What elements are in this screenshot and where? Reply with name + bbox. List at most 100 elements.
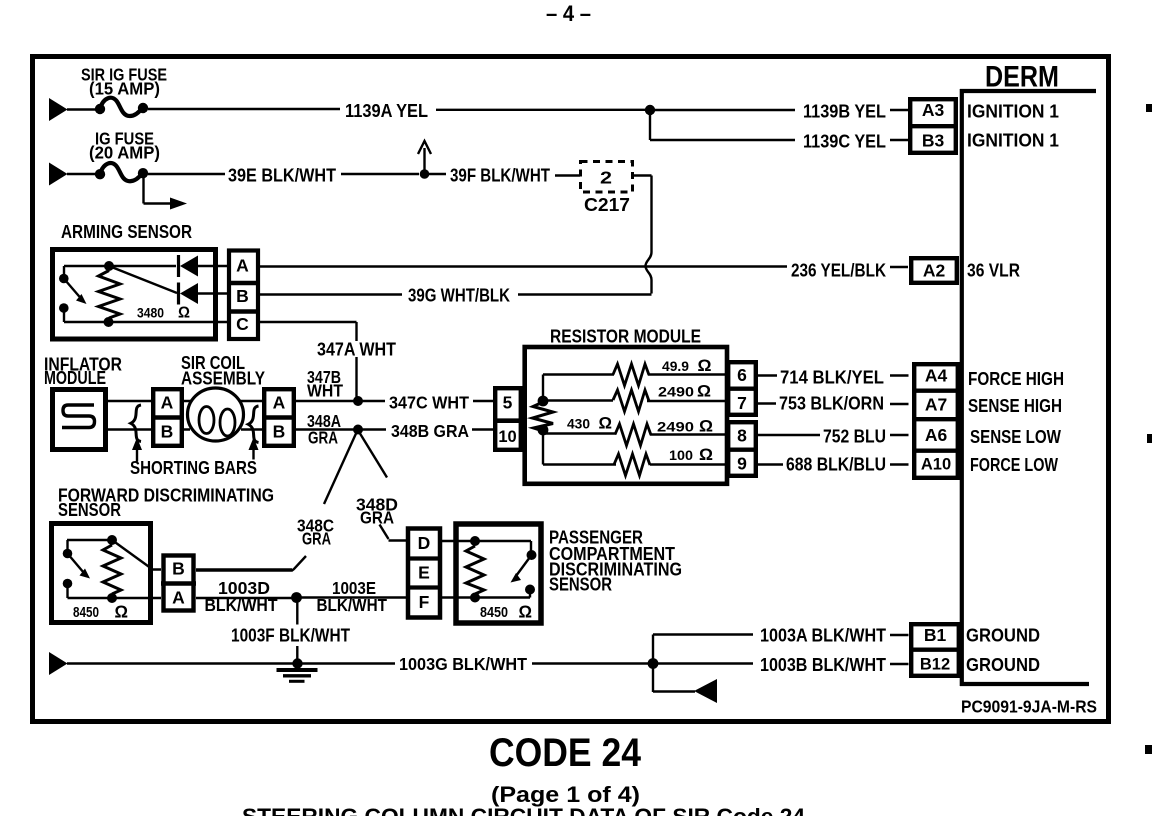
svg-text:9: 9 bbox=[737, 454, 747, 474]
svg-text:1139C YEL: 1139C YEL bbox=[803, 132, 886, 152]
svg-text:BLK/WHT: BLK/WHT bbox=[205, 595, 278, 615]
svg-text:1003G BLK/WHT: 1003G BLK/WHT bbox=[399, 654, 527, 674]
svg-text:5: 5 bbox=[503, 393, 513, 413]
svg-text:SIR IG FUSE: SIR IG FUSE bbox=[81, 65, 167, 85]
svg-text:IGNITION 1: IGNITION 1 bbox=[967, 102, 1059, 122]
svg-text:(20 AMP): (20 AMP) bbox=[89, 143, 160, 163]
svg-text:236 YEL/BLK: 236 YEL/BLK bbox=[791, 261, 886, 281]
svg-text:IGNITION 1: IGNITION 1 bbox=[967, 131, 1059, 151]
svg-text:1003D: 1003D bbox=[218, 578, 270, 598]
svg-text:1003F BLK/WHT: 1003F BLK/WHT bbox=[231, 626, 350, 646]
svg-text:348A: 348A bbox=[307, 411, 341, 431]
svg-text:Ω: Ω bbox=[699, 417, 713, 436]
svg-text:A7: A7 bbox=[925, 395, 947, 415]
svg-text:B12: B12 bbox=[920, 656, 950, 674]
svg-text:GROUND: GROUND bbox=[966, 655, 1040, 675]
svg-text:6: 6 bbox=[737, 365, 747, 385]
svg-text:IG FUSE: IG FUSE bbox=[95, 129, 154, 149]
svg-text:A3: A3 bbox=[922, 100, 945, 120]
svg-text:8450: 8450 bbox=[73, 605, 99, 621]
svg-text:D: D bbox=[418, 533, 431, 553]
svg-text:GROUND: GROUND bbox=[966, 626, 1040, 646]
svg-text:A2: A2 bbox=[923, 261, 946, 281]
svg-text:A4: A4 bbox=[925, 366, 948, 386]
svg-text:A: A bbox=[236, 256, 249, 276]
svg-text:Ω: Ω bbox=[697, 382, 711, 401]
svg-text:(Page 1 of 4): (Page 1 of 4) bbox=[491, 782, 640, 807]
svg-text:10: 10 bbox=[498, 428, 516, 446]
svg-text:FORCE LOW: FORCE LOW bbox=[970, 455, 1058, 475]
svg-text:2490: 2490 bbox=[658, 384, 694, 400]
svg-text:C217: C217 bbox=[584, 195, 630, 215]
svg-text:ASSEMBLY: ASSEMBLY bbox=[181, 369, 265, 389]
svg-text:39F BLK/WHT: 39F BLK/WHT bbox=[450, 166, 550, 186]
svg-text:PC9091-9JA-M-RS: PC9091-9JA-M-RS bbox=[961, 697, 1097, 717]
svg-text:C: C bbox=[236, 314, 249, 334]
svg-text:Ω: Ω bbox=[699, 445, 713, 464]
svg-text:714 BLK/YEL: 714 BLK/YEL bbox=[780, 368, 884, 388]
svg-text:Ω: Ω bbox=[519, 602, 533, 622]
svg-text:1139A YEL: 1139A YEL bbox=[345, 101, 428, 121]
svg-text:348D: 348D bbox=[356, 495, 398, 515]
svg-text:B1: B1 bbox=[924, 625, 947, 645]
svg-text:3480: 3480 bbox=[137, 305, 164, 321]
svg-text:347C WHT: 347C WHT bbox=[389, 393, 469, 413]
svg-text:GRA: GRA bbox=[308, 428, 338, 448]
svg-text:WHT: WHT bbox=[307, 381, 343, 401]
svg-text:B3: B3 bbox=[922, 131, 945, 151]
svg-text:SENSE HIGH: SENSE HIGH bbox=[968, 396, 1062, 416]
svg-text:8450: 8450 bbox=[480, 605, 508, 621]
svg-text:348B GRA: 348B GRA bbox=[391, 421, 469, 441]
svg-text:39E BLK/WHT: 39E BLK/WHT bbox=[228, 166, 336, 186]
svg-text:B: B bbox=[172, 559, 185, 579]
svg-text:430: 430 bbox=[567, 416, 590, 432]
svg-text:347A WHT: 347A WHT bbox=[317, 340, 396, 360]
svg-text:36 VLR: 36 VLR bbox=[967, 261, 1020, 281]
svg-text:GRA: GRA bbox=[302, 529, 331, 549]
svg-text:752 BLU: 752 BLU bbox=[823, 427, 886, 447]
svg-text:B: B bbox=[236, 286, 249, 306]
svg-text:Ω: Ω bbox=[698, 356, 712, 375]
svg-text:A: A bbox=[172, 588, 185, 608]
svg-text:100: 100 bbox=[669, 447, 693, 463]
svg-text:Ω: Ω bbox=[599, 414, 613, 433]
svg-text:A: A bbox=[273, 393, 286, 413]
svg-text:A: A bbox=[161, 393, 174, 413]
svg-text:753 BLK/ORN: 753 BLK/ORN bbox=[779, 394, 884, 414]
svg-text:1003A BLK/WHT: 1003A BLK/WHT bbox=[760, 626, 886, 646]
svg-text:DERM: DERM bbox=[985, 61, 1059, 94]
svg-text:SENSE LOW: SENSE LOW bbox=[970, 427, 1061, 447]
svg-text:A6: A6 bbox=[925, 425, 948, 445]
svg-text:E: E bbox=[418, 563, 430, 583]
svg-text:F: F bbox=[419, 592, 430, 612]
svg-text:B: B bbox=[273, 422, 286, 442]
svg-text:– 4 –: – 4 – bbox=[546, 1, 591, 26]
svg-text:FORWARD DISCRIMINATING: FORWARD DISCRIMINATING bbox=[58, 486, 274, 506]
svg-text:1003E: 1003E bbox=[332, 578, 376, 598]
svg-text:COMPARTMENT: COMPARTMENT bbox=[549, 544, 675, 564]
svg-text:CODE 24: CODE 24 bbox=[489, 731, 642, 775]
svg-text:2490: 2490 bbox=[657, 419, 694, 435]
svg-text:GRA: GRA bbox=[360, 508, 394, 528]
svg-text:1003B BLK/WHT: 1003B BLK/WHT bbox=[760, 655, 886, 675]
svg-text:1139B YEL: 1139B YEL bbox=[803, 102, 886, 122]
svg-text:347B: 347B bbox=[307, 367, 341, 387]
svg-text:Ω: Ω bbox=[115, 602, 129, 622]
svg-text:8: 8 bbox=[737, 426, 747, 446]
svg-text:BLK/WHT: BLK/WHT bbox=[317, 595, 388, 615]
svg-text:348C: 348C bbox=[297, 516, 334, 536]
svg-text:(15 AMP): (15 AMP) bbox=[89, 79, 160, 99]
svg-text:STEERING COLUMN CIRCUIT DATA O: STEERING COLUMN CIRCUIT DATA OF SIR Code… bbox=[242, 804, 806, 816]
svg-text:PASSENGER: PASSENGER bbox=[549, 528, 643, 548]
svg-text:SIR COIL: SIR COIL bbox=[181, 353, 245, 373]
svg-text:49.9: 49.9 bbox=[662, 358, 689, 374]
svg-text:Ω: Ω bbox=[178, 305, 190, 322]
svg-text:A10: A10 bbox=[921, 456, 951, 474]
svg-text:688 BLK/BLU: 688 BLK/BLU bbox=[786, 455, 886, 475]
svg-text:RESISTOR MODULE: RESISTOR MODULE bbox=[550, 327, 701, 347]
svg-text:DISCRIMINATING: DISCRIMINATING bbox=[549, 560, 682, 580]
svg-text:2: 2 bbox=[600, 168, 612, 188]
svg-text:MODULE: MODULE bbox=[44, 368, 106, 388]
svg-text:7: 7 bbox=[737, 393, 747, 413]
svg-text:ARMING SENSOR: ARMING SENSOR bbox=[61, 222, 192, 242]
